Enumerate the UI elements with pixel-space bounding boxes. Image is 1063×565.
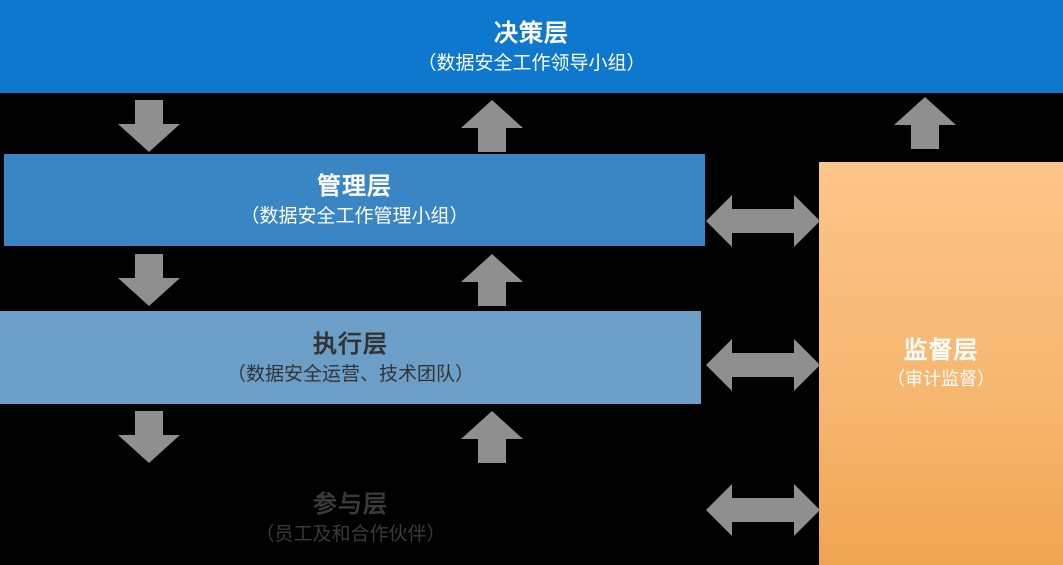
supervision-layer: 监督层 （审计监督）: [819, 162, 1063, 565]
double-arrow-icon: [706, 195, 820, 247]
supervision-layer-subtitle: （审计监督）: [887, 368, 995, 390]
arrow-down-icon: [118, 254, 180, 306]
double-arrow-icon: [706, 339, 820, 391]
arrow-up-icon: [894, 97, 956, 149]
participation-layer-subtitle: （员工及和合作伙伴）: [255, 522, 446, 545]
arrow-up-icon: [461, 254, 523, 306]
execution-layer-title: 执行层: [313, 329, 388, 358]
arrow-up-icon: [461, 411, 523, 463]
execution-layer-subtitle: （数据安全运营、技术团队）: [226, 362, 474, 385]
participation-layer-title: 参与层: [313, 489, 388, 518]
management-layer-title: 管理层: [317, 172, 392, 200]
arrow-down-icon: [118, 100, 180, 152]
supervision-layer-title: 监督层: [903, 335, 979, 364]
arrow-down-icon: [118, 411, 180, 463]
management-layer: 管理层 （数据安全工作管理小组）: [4, 154, 705, 246]
arrow-up-icon: [461, 100, 523, 152]
execution-layer: 执行层 （数据安全运营、技术团队）: [0, 311, 701, 404]
management-layer-subtitle: （数据安全工作管理小组）: [240, 205, 469, 227]
participation-layer: 参与层 （员工及和合作伙伴）: [0, 470, 701, 565]
decision-layer-title: 决策层: [494, 18, 569, 47]
double-arrow-icon: [706, 484, 820, 536]
decision-layer-subtitle: （数据安全工作领导小组）: [417, 51, 646, 74]
decision-layer: 决策层 （数据安全工作领导小组）: [0, 0, 1063, 93]
